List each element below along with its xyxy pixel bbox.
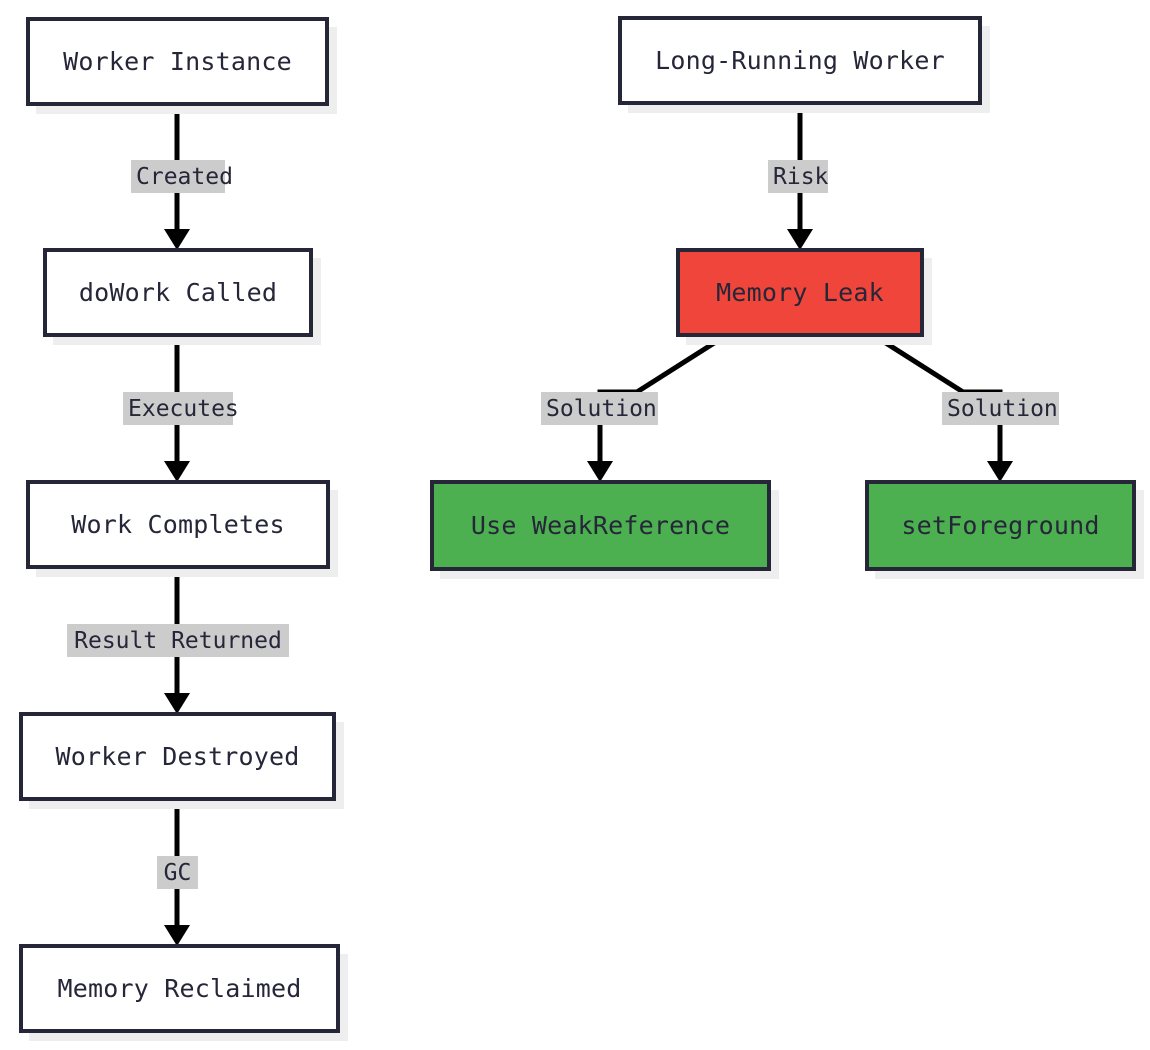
edge-label-risk: Risk <box>768 160 828 193</box>
edge-label-result-returned: Result Returned <box>67 624 289 657</box>
edge-label-executes: Executes <box>123 392 239 425</box>
node-worker-destroyed[interactable]: Worker Destroyed <box>19 712 336 801</box>
node-label: Use WeakReference <box>470 510 731 540</box>
edge-label-created: Created <box>131 160 233 193</box>
node-use-weakreference[interactable]: Use WeakReference <box>430 480 771 571</box>
edge-label-text: Created <box>136 164 233 190</box>
work-completes-to-worker-destroyed-arrowhead <box>164 693 190 714</box>
node-worker-instance[interactable]: Worker Instance <box>26 17 329 106</box>
node-label: Memory Leak <box>716 277 884 307</box>
node-label: Work Completes <box>71 509 285 539</box>
worker-instance-to-dowork-called-arrowhead <box>164 229 190 250</box>
memory-leak-to-set-foreground-arrowhead <box>987 461 1013 482</box>
node-label: doWork Called <box>78 277 278 307</box>
edge-label-gc: GC <box>157 856 198 889</box>
memory-leak-to-use-weakreference-arrowhead <box>587 461 613 482</box>
node-memory-leak[interactable]: Memory Leak <box>676 248 924 337</box>
node-label: Worker Destroyed <box>55 741 300 771</box>
edge-label-solution-left: Solution <box>541 392 658 425</box>
node-long-running-worker[interactable]: Long-Running Worker <box>618 16 982 105</box>
edge-label-text: Risk <box>773 164 829 190</box>
node-label: Memory Reclaimed <box>57 973 302 1003</box>
edge-label-text: Result Returned <box>74 628 282 654</box>
node-label: Long-Running Worker <box>655 45 945 75</box>
edge-label-solution-right: Solution <box>942 392 1059 425</box>
long-running-to-memory-leak-arrowhead <box>787 229 813 250</box>
node-label: setForeground <box>901 510 1100 540</box>
node-memory-reclaimed[interactable]: Memory Reclaimed <box>19 944 340 1033</box>
dowork-called-to-work-completes-arrowhead <box>164 461 190 482</box>
node-work-completes[interactable]: Work Completes <box>26 480 330 569</box>
edge-label-text: Executes <box>128 396 239 422</box>
edge-label-text: GC <box>163 860 192 886</box>
node-label: Worker Instance <box>63 46 292 76</box>
worker-destroyed-to-memory-reclaimed-arrowhead <box>164 925 190 946</box>
edge-label-text: Solution <box>546 396 657 422</box>
node-dowork-called[interactable]: doWork Called <box>43 248 313 337</box>
edge-label-text: Solution <box>947 396 1058 422</box>
node-set-foreground[interactable]: setForeground <box>865 480 1136 571</box>
